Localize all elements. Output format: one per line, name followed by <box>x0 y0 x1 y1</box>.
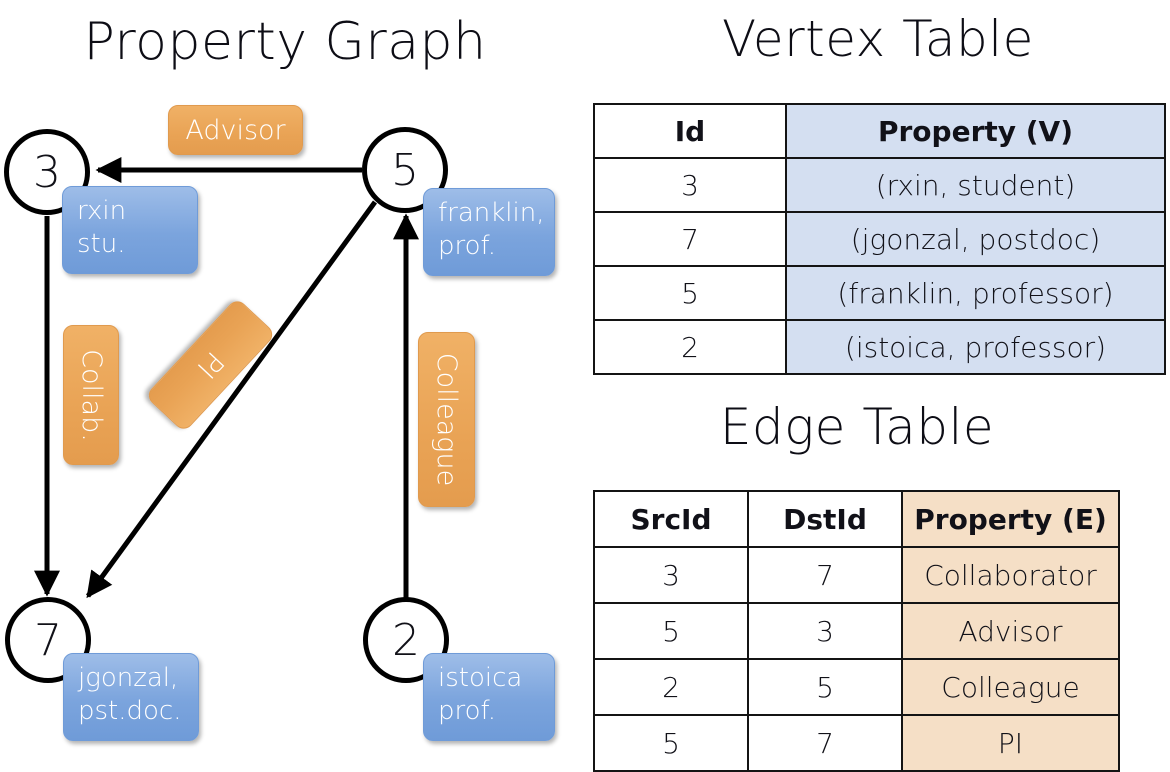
node-property-box-rxin: rxin stu. <box>62 186 198 274</box>
edge-cell-property: Collaborator <box>901 546 1120 604</box>
edge-cell-dstid: 5 <box>747 658 903 716</box>
table-row[interactable]: 7 (jgonzal, postdoc) <box>593 211 1166 267</box>
vertex-table-header-id: Id <box>593 103 787 159</box>
edge-cell-property: PI <box>901 714 1120 772</box>
edge-cell-srcid: 5 <box>593 602 749 660</box>
vertex-cell-id: 5 <box>593 265 787 321</box>
graph-node-5[interactable]: 5 <box>362 127 448 213</box>
graph-edges-layer <box>34 157 419 599</box>
table-row[interactable]: 2 5 Colleague <box>593 658 1120 716</box>
edge-label-collab: Collab. <box>63 325 119 465</box>
vertex-cell-property: (franklin, professor) <box>785 265 1166 321</box>
node-property-box-franklin: franklin, prof. <box>423 188 555 276</box>
edge-label-colleague: Colleague <box>418 332 475 507</box>
node-property-line-2: pst.doc. <box>78 696 182 727</box>
edge-cell-property: Colleague <box>901 658 1120 716</box>
table-row[interactable]: 5 3 Advisor <box>593 602 1120 660</box>
table-row[interactable]: 3 (rxin, student) <box>593 157 1166 213</box>
node-property-line-1: rxin <box>77 196 127 226</box>
edge-line-pi <box>85 200 378 599</box>
vertex-cell-id: 3 <box>593 157 787 213</box>
node-property-line-2: stu. <box>77 229 126 260</box>
node-property-line-1: istoica <box>438 663 523 693</box>
vertex-cell-property: (istoica, professor) <box>785 319 1166 375</box>
vertex-table-header-property: Property (V) <box>785 103 1166 159</box>
edge-cell-dstid: 3 <box>747 602 903 660</box>
edge-cell-srcid: 5 <box>593 714 749 772</box>
edge-label-colleague-text: Colleague <box>431 352 462 487</box>
node-property-box-jgonzal: jgonzal, pst.doc. <box>63 653 199 741</box>
node-property-line-1: jgonzal, <box>78 663 179 693</box>
edge-cell-property: Advisor <box>901 602 1120 660</box>
table-row[interactable]: 2 (istoica, professor) <box>593 319 1166 375</box>
vertex-cell-id: 7 <box>593 211 787 267</box>
node-property-line-1: franklin, <box>438 198 545 228</box>
graph-node-2[interactable]: 2 <box>363 597 449 683</box>
table-row[interactable]: 3 7 Collaborator <box>593 546 1120 604</box>
edge-label-pi-text: PI <box>190 345 231 385</box>
edge-table-header-dstid: DstId <box>747 490 903 548</box>
vertex-table-header-row: Id Property (V) <box>593 103 1166 159</box>
vertex-cell-property: (rxin, student) <box>785 157 1166 213</box>
page-title-vertex-table: Vertex Table <box>722 10 1034 68</box>
edge-cell-srcid: 2 <box>593 658 749 716</box>
vertex-cell-property: (jgonzal, postdoc) <box>785 211 1166 267</box>
edge-cell-srcid: 3 <box>593 546 749 604</box>
page-title-property-graph: Property Graph <box>83 12 487 72</box>
edge-label-collab-text: Collab. <box>75 348 107 442</box>
edge-table: SrcId DstId Property (E) 3 7 Collaborato… <box>593 490 1120 772</box>
table-row[interactable]: 5 (franklin, professor) <box>593 265 1166 321</box>
edge-cell-dstid: 7 <box>747 714 903 772</box>
vertex-table: Id Property (V) 3 (rxin, student) 7 (jgo… <box>593 103 1166 375</box>
node-property-box-istoica: istoica prof. <box>423 653 555 741</box>
vertex-cell-id: 2 <box>593 319 787 375</box>
edge-table-header-srcid: SrcId <box>593 490 749 548</box>
node-property-line-2: prof. <box>438 696 497 727</box>
table-row[interactable]: 5 7 PI <box>593 714 1120 772</box>
edge-table-header-row: SrcId DstId Property (E) <box>593 490 1120 548</box>
edge-label-advisor: Advisor <box>168 105 303 155</box>
edge-table-header-property: Property (E) <box>901 490 1120 548</box>
edge-cell-dstid: 7 <box>747 546 903 604</box>
node-property-line-2: prof. <box>438 231 497 262</box>
property-graph-diagram: 3 5 7 2 rxin stu. franklin, prof. jgonza… <box>0 0 585 760</box>
page-title-edge-table: Edge Table <box>719 398 995 456</box>
